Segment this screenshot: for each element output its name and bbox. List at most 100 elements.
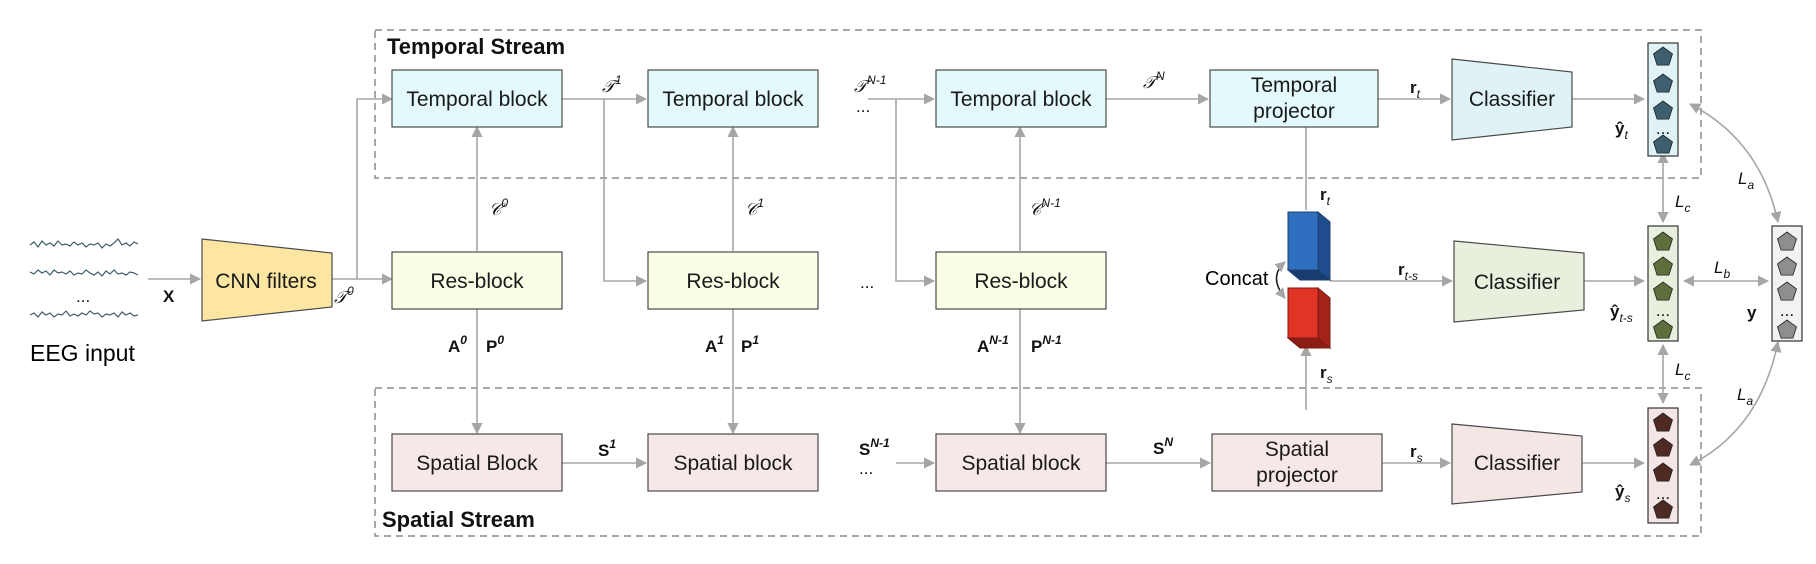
la-label-top: La <box>1738 169 1754 192</box>
res-block-2-box <box>647 251 819 310</box>
blue-cube-front <box>1287 211 1319 271</box>
temporal-class-pentagon <box>1653 100 1673 120</box>
spatial-projector-line2: projector <box>1256 464 1338 487</box>
rs-label-bottom: rs <box>1410 442 1423 465</box>
t0-label: 𝒯0 <box>334 284 354 307</box>
spatial-block-1: Spatial Block <box>391 433 563 492</box>
spatial-block-3: Spatial block <box>935 433 1107 492</box>
res-block-3: Res-block <box>935 251 1107 310</box>
ground-truth-class-pentagon <box>1777 231 1797 251</box>
an1-label: AN-1 <box>977 333 1009 356</box>
cnn-filters: CNN filters 𝒯0 <box>201 238 354 322</box>
temporal-stream-title: Temporal Stream <box>387 34 565 59</box>
a1-label: A1 <box>705 333 724 356</box>
connection-arrows <box>148 93 1782 469</box>
s1-label: S1 <box>598 437 616 460</box>
red-cube-bottom <box>1286 337 1332 349</box>
classifier-fused: Classifier <box>1453 240 1585 323</box>
blue-cube-bottom <box>1286 269 1332 281</box>
temporal-block-2: Temporal block <box>647 69 819 128</box>
spatial-block-2: Spatial block <box>647 433 819 492</box>
spatial-block-2-box <box>647 433 819 492</box>
spatial-projector-line1: Spatial <box>1265 438 1329 461</box>
blue-cube-side <box>1317 210 1331 282</box>
concat-bracket <box>1274 261 1286 299</box>
spatial-stream-title: Spatial Stream <box>382 507 535 532</box>
fused-class-pentagon <box>1653 256 1673 276</box>
x-label: X <box>163 287 175 306</box>
classifier-temporal: Classifier <box>1451 58 1573 141</box>
classifier-temporal-shape <box>1451 58 1573 141</box>
dots-gt: ... <box>1780 301 1794 320</box>
res-ellipsis: ... <box>860 273 874 292</box>
lc-label-bottom: Lc <box>1675 360 1690 383</box>
p0-label: P0 <box>486 333 504 356</box>
classifier-spatial-shape <box>1451 423 1583 505</box>
dots-spatial: ... <box>1656 484 1670 503</box>
spatial-stream-frame <box>374 387 1702 537</box>
temporal-block-3-box <box>935 69 1107 128</box>
ground-truth-class-pentagon <box>1777 256 1797 276</box>
eeg-input: ... EEG input X <box>29 238 175 366</box>
a0-label: A0 <box>448 333 467 356</box>
temporal-block-2-label: Temporal block <box>662 88 804 111</box>
c0-label: 𝒞0 <box>489 196 508 219</box>
spatial-block-1-box <box>391 433 563 492</box>
temporal-projector-line2: projector <box>1253 100 1335 123</box>
temporal-stream-frame <box>374 29 1702 179</box>
sn-label: SN <box>1153 435 1173 458</box>
spatial-class-pentagon <box>1653 437 1673 457</box>
ground-truth-class-pentagon <box>1777 319 1797 339</box>
fused-class-pentagon <box>1653 281 1673 301</box>
dots-fused: ... <box>1656 301 1670 320</box>
class-pentagons <box>1653 46 1797 519</box>
rt-label-mid: rt <box>1320 185 1331 208</box>
temporal-projector-line1: Temporal <box>1251 74 1337 97</box>
sn1-label: SN-1 <box>859 436 890 459</box>
red-cube-front <box>1287 287 1319 339</box>
ys-label: ŷs <box>1615 482 1630 505</box>
temporal-projector: Temporal projector <box>1209 69 1379 128</box>
rt-label-top: rt <box>1410 78 1421 101</box>
eeg-signal-1 <box>29 238 139 249</box>
c1-label: 𝒞1 <box>745 196 764 219</box>
t1-label: 𝒯1 <box>602 73 622 96</box>
spatial-block-3-box <box>935 433 1107 492</box>
ground-truth-class-pentagon <box>1777 281 1797 301</box>
temporal-class-pentagon <box>1653 46 1673 66</box>
y-label: y <box>1747 303 1757 322</box>
eeg-signal-2 <box>29 269 139 277</box>
spatial-class-pentagon <box>1653 499 1673 519</box>
spatial-class-pentagon <box>1653 412 1673 432</box>
spatial-class-pentagon <box>1653 462 1673 482</box>
concat-area: rt rs Concat rt-s <box>1205 185 1418 386</box>
classifier-temporal-label: Classifier <box>1469 88 1555 111</box>
lb-label: Lb <box>1714 258 1730 281</box>
res-block-3-box <box>935 251 1107 310</box>
spatial-representation-cube <box>1286 286 1332 350</box>
cn1-label: 𝒞N-1 <box>1029 196 1061 219</box>
temporal-block-1: Temporal block <box>391 69 563 128</box>
p1-label: P1 <box>741 333 759 356</box>
eeg-dots: ... <box>76 287 90 306</box>
dots-temporal: ... <box>1656 119 1670 138</box>
temporal-block-1-box <box>391 69 563 128</box>
res-block-2-label: Res-block <box>686 270 780 293</box>
classifier-fused-shape <box>1453 240 1585 323</box>
classifier-fused-label: Classifier <box>1474 271 1560 294</box>
rs-label-mid: rs <box>1320 363 1333 386</box>
res-block-2: Res-block <box>647 251 819 310</box>
spatial-projector: Spatial projector <box>1211 433 1383 492</box>
temporal-block-3-label: Temporal block <box>950 88 1092 111</box>
rts-label: rt-s <box>1398 260 1418 283</box>
lc-label-top: Lc <box>1675 192 1690 215</box>
yt-label: ŷt <box>1615 119 1628 142</box>
cnn-filters-label: CNN filters <box>215 270 317 293</box>
res-block-3-label: Res-block <box>974 270 1068 293</box>
classifier-spatial: Classifier <box>1451 423 1583 505</box>
temporal-class-pentagon <box>1653 134 1673 154</box>
fused-class-pentagon <box>1653 319 1673 339</box>
pn1-label: PN-1 <box>1031 333 1062 356</box>
la-label-bottom: La <box>1737 385 1753 408</box>
